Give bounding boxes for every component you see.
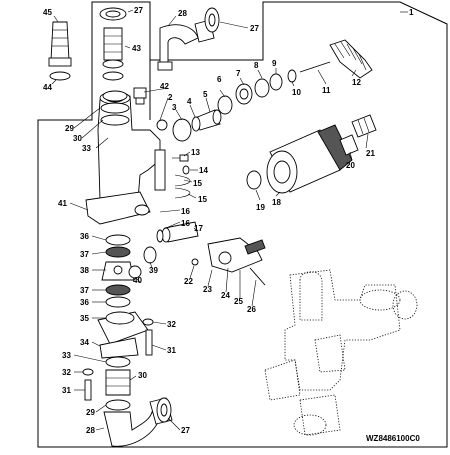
callout-17: 17 <box>194 224 203 233</box>
callout-10: 10 <box>292 88 301 97</box>
elbow-28-top <box>157 19 215 71</box>
callout-9: 9 <box>272 59 277 68</box>
callout-7: 7 <box>236 69 241 78</box>
callout-24: 24 <box>221 291 230 300</box>
callout-30: 30 <box>73 134 82 143</box>
callout-29: 29 <box>86 408 95 417</box>
cylinder-18 <box>266 124 353 194</box>
bushings-29-30-33-top <box>100 90 130 126</box>
washers-6-10 <box>217 69 297 115</box>
callout-39: 39 <box>149 266 158 275</box>
elbow-28-bottom <box>103 397 173 447</box>
o-ring-19 <box>246 170 262 190</box>
callout-35: 35 <box>80 314 89 323</box>
callout-28: 28 <box>86 426 95 435</box>
callout-20: 20 <box>346 161 355 170</box>
nipple-43 <box>102 27 124 81</box>
lower-stack-36-40 <box>101 234 157 308</box>
callout-6: 6 <box>217 75 222 84</box>
screw-13 <box>172 154 189 162</box>
callout-21: 21 <box>366 149 375 158</box>
callout-33: 33 <box>62 351 71 360</box>
drawing-id: WZ8486100C0 <box>366 434 420 443</box>
reference-pump-ghost <box>264 269 418 436</box>
callout-32: 32 <box>62 368 71 377</box>
callout-3: 3 <box>172 103 177 112</box>
callout-16: 16 <box>181 207 190 216</box>
bushings-29-30-33-bottom <box>105 356 131 411</box>
callout-27: 27 <box>134 6 143 15</box>
leader-lines <box>51 9 408 431</box>
cap-27-top-right <box>204 7 220 33</box>
callout-22: 22 <box>184 277 193 286</box>
callout-41: 41 <box>58 199 67 208</box>
callout-38: 38 <box>80 266 89 275</box>
callout-15: 15 <box>198 195 207 204</box>
bolt-11 <box>299 61 331 73</box>
callout-36: 36 <box>80 298 89 307</box>
cap-27 <box>99 7 127 21</box>
callout-5: 5 <box>203 90 208 99</box>
callout-4: 4 <box>187 97 192 106</box>
callout-18: 18 <box>272 198 281 207</box>
nipple-20 <box>339 134 359 156</box>
callout-27: 27 <box>181 426 190 435</box>
callout-2: 2 <box>168 93 173 102</box>
fitting-21 <box>351 114 377 138</box>
callout-32: 32 <box>167 320 176 329</box>
callout-labels: 1 45 44 27 43 28 27 42 2 3 4 5 6 7 8 9 1… <box>43 6 414 435</box>
callout-28: 28 <box>178 9 187 18</box>
piston-4-5 <box>191 109 222 132</box>
callout-26: 26 <box>247 305 256 314</box>
callout-11: 11 <box>322 86 331 95</box>
callout-37: 37 <box>80 286 89 295</box>
callout-13: 13 <box>191 148 200 157</box>
o-ring-44 <box>49 71 71 81</box>
callout-31: 31 <box>167 346 176 355</box>
spring-12 <box>329 39 373 79</box>
callout-33: 33 <box>82 144 91 153</box>
o-ring-3 <box>172 118 192 142</box>
callout-30: 30 <box>138 371 147 380</box>
callout-27: 27 <box>250 24 259 33</box>
plug-42 <box>133 87 147 105</box>
callout-8: 8 <box>254 61 259 70</box>
washer-2 <box>156 119 168 131</box>
nut-14 <box>182 165 190 175</box>
assembly-frame <box>37 1 448 448</box>
callout-15: 15 <box>193 179 202 188</box>
callout-25: 25 <box>234 297 243 306</box>
callout-31: 31 <box>62 386 71 395</box>
housing-34-35 <box>97 311 149 359</box>
callout-45: 45 <box>43 8 52 17</box>
callout-44: 44 <box>43 83 52 92</box>
callout-40: 40 <box>133 276 142 285</box>
callout-23: 23 <box>203 285 212 294</box>
callout-16: 16 <box>181 219 190 228</box>
callout-19: 19 <box>256 203 265 212</box>
callout-1: 1 <box>409 8 414 17</box>
callout-43: 43 <box>132 44 141 53</box>
bracket-23-24 <box>191 237 266 286</box>
callout-37: 37 <box>80 250 89 259</box>
valve-16-17 <box>156 221 199 243</box>
callout-14: 14 <box>199 166 208 175</box>
callout-34: 34 <box>80 338 89 347</box>
callout-36: 36 <box>80 232 89 241</box>
callout-29: 29 <box>65 124 74 133</box>
hose-fitting-45 <box>48 21 72 67</box>
callout-12: 12 <box>352 78 361 87</box>
callout-42: 42 <box>160 82 169 91</box>
